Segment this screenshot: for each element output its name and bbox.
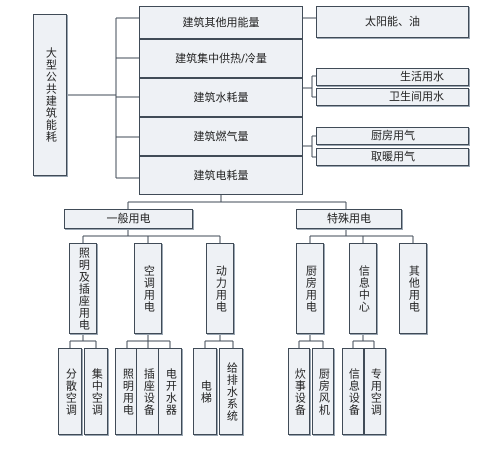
leaf-node-label: 分散空调 <box>64 367 78 416</box>
general-item-label: 照明及插座用电 <box>77 246 91 331</box>
special-item-kitchen: 厨房用电 <box>296 243 324 334</box>
leaf-node: 信息设备 <box>342 348 364 435</box>
leaf-node-label: 炊事设备 <box>293 367 307 416</box>
leaf-node: 电开水器 <box>158 348 182 435</box>
special-electricity-node: 特殊用电 <box>296 209 402 229</box>
leaf-node: 专用空调 <box>364 348 386 435</box>
special-item-label: 信息中心 <box>357 264 371 313</box>
detail-node-label: 卫生间用水 <box>389 90 444 104</box>
special-electricity-label: 特殊用电 <box>327 212 371 226</box>
category-node-electricity: 建筑电耗量 <box>139 156 303 195</box>
general-item-label: 空调用电 <box>142 264 156 313</box>
detail-node-restroom-water: 卫生间用水 <box>316 88 469 106</box>
general-item-power: 动力用电 <box>206 243 234 334</box>
leaf-node-label: 电梯 <box>199 379 213 404</box>
leaf-node-label: 给排水系统 <box>225 361 239 422</box>
leaf-node-label: 电开水器 <box>164 367 178 416</box>
general-item-hvac: 空调用电 <box>134 243 162 334</box>
category-node-label: 建筑水耗量 <box>193 90 249 104</box>
root-node: 大型公共建筑能耗 <box>33 14 67 176</box>
leaf-node: 给排水系统 <box>219 348 243 435</box>
detail-node-label: 生活用水 <box>400 70 444 84</box>
special-item-other: 其他用电 <box>399 243 427 334</box>
special-item-data-center: 信息中心 <box>349 243 377 334</box>
general-electricity-node: 一般用电 <box>64 209 193 229</box>
general-item-label: 动力用电 <box>214 264 228 313</box>
category-node-label: 建筑电耗量 <box>193 168 249 182</box>
leaf-node-label: 集中空调 <box>90 367 104 416</box>
root-node-label: 大型公共建筑能耗 <box>44 47 58 143</box>
leaf-node: 厨房风机 <box>312 348 334 435</box>
detail-node-label: 厨房用气 <box>371 129 415 143</box>
category-node-other-energy: 建筑其他用能量 <box>139 6 303 39</box>
category-node-heating-cooling: 建筑集中供热/冷量 <box>139 39 303 78</box>
detail-node-heating-gas: 取暖用气 <box>316 148 469 166</box>
leaf-node: 集中空调 <box>84 348 108 435</box>
category-node-label: 建筑其他用能量 <box>182 15 260 29</box>
detail-node-domestic-water: 生活用水 <box>316 68 469 86</box>
detail-node-solar-oil: 太阳能、油 <box>316 6 469 38</box>
general-item-lighting-sockets: 照明及插座用电 <box>69 243 97 334</box>
detail-node-label: 太阳能、油 <box>365 15 420 29</box>
category-node-water: 建筑水耗量 <box>139 78 303 117</box>
general-electricity-label: 一般用电 <box>106 212 151 226</box>
leaf-node-label: 照明用电 <box>121 367 135 416</box>
leaf-node: 电梯 <box>193 348 217 435</box>
detail-node-label: 取暖用气 <box>371 150 415 164</box>
leaf-node: 分散空调 <box>58 348 82 435</box>
category-node-label: 建筑集中供热/冷量 <box>175 51 267 65</box>
leaf-node: 插座设备 <box>136 348 160 435</box>
leaf-node: 照明用电 <box>115 348 139 435</box>
detail-node-kitchen-gas: 厨房用气 <box>316 127 469 145</box>
leaf-node: 炊事设备 <box>288 348 310 435</box>
leaf-node-label: 信息设备 <box>347 367 361 416</box>
category-node-label: 建筑燃气量 <box>193 129 249 143</box>
leaf-node-label: 厨房风机 <box>317 367 331 416</box>
category-node-gas: 建筑燃气量 <box>139 117 303 156</box>
special-item-label: 厨房用电 <box>304 264 318 313</box>
leaf-node-label: 插座设备 <box>142 367 156 416</box>
leaf-node-label: 专用空调 <box>369 367 383 416</box>
special-item-label: 其他用电 <box>407 264 421 313</box>
